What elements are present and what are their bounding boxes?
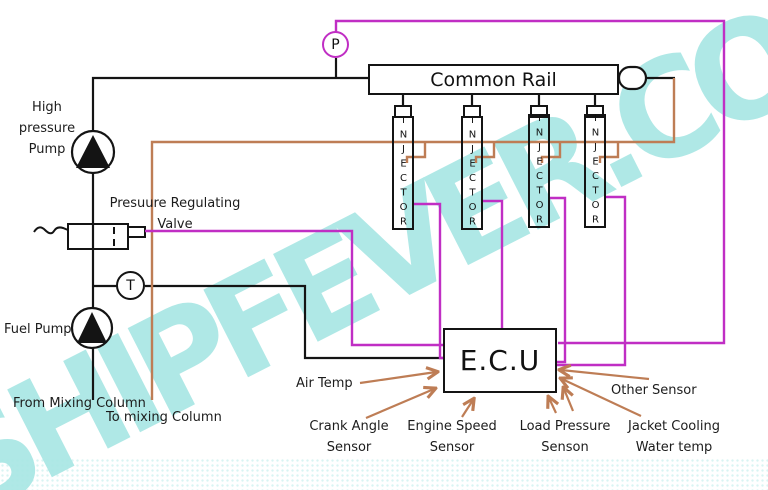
load-pressure-sensor-label: Load Pressure Senson — [519, 419, 611, 455]
fuel-pump-label: Fuel Pump — [4, 322, 72, 337]
injector-return-branch-2 — [474, 142, 496, 163]
common-rail-box: Common Rail — [368, 64, 619, 95]
injector-4: INJECTOR — [584, 113, 606, 229]
regulating-valve-wire — [145, 229, 444, 347]
air-temp-arrow — [359, 372, 436, 385]
other-sensor-label: Other Sensor — [611, 383, 697, 398]
from-mixing-column-label: From Mixing Column — [13, 396, 146, 411]
engine-speed-sensor-label: Engine Speed Sensor — [407, 419, 497, 455]
high-pressure-pump-label: High pressure Pump — [18, 100, 76, 157]
injector-1: INJECTOR — [392, 115, 414, 231]
t-sensor-signal-line — [145, 284, 443, 360]
injector-wire-4 — [557, 195, 627, 367]
injector-return-branch-3 — [540, 142, 562, 163]
mid-sensor-arrow — [564, 389, 575, 412]
injector-feed-stems — [401, 95, 597, 107]
injector-wire-1 — [414, 202, 444, 360]
valve-actuator-squiggle — [33, 226, 69, 235]
watermark-bottom-band — [0, 458, 768, 490]
high-pressure-pump-triangle — [76, 135, 110, 168]
pressure-gauge-label: P — [331, 36, 340, 53]
other-sensor-arrow — [561, 370, 650, 381]
high-pressure-supply-line — [91, 76, 368, 400]
common-rail-label: Common Rail — [430, 68, 557, 91]
to-mixing-column-label: To mixing Column — [106, 410, 222, 425]
jacket-cooling-label: Jacket Cooling Water temp — [628, 419, 720, 455]
temperature-gauge-label: T — [126, 277, 135, 294]
injector-wire-2 — [483, 199, 504, 328]
injector-cap-4 — [586, 105, 604, 118]
pressure-regulating-valve-body — [67, 223, 129, 250]
rail-end-capsule — [617, 65, 648, 91]
regulating-valve-label: Presuure Regulating Valve — [109, 196, 241, 232]
air-temp-label: Air Temp — [296, 376, 353, 391]
crank-angle-sensor-label: Crank Angle Sensor — [309, 419, 389, 455]
injector-1-label: INJECTOR — [398, 115, 409, 231]
jacket-cooling-arrow — [562, 379, 642, 417]
fuel-pump-triangle — [77, 312, 107, 343]
injector-cap-3 — [530, 105, 548, 118]
crank-angle-arrow — [365, 389, 434, 420]
engine-speed-arrow — [461, 400, 473, 418]
injector-4-label: INJECTOR — [590, 113, 601, 229]
injector-3-label: INJECTOR — [534, 113, 545, 229]
load-pressure-arrow — [549, 398, 556, 414]
ecu-label: E.C.U — [459, 344, 541, 377]
pressure-gauge: P — [322, 31, 349, 58]
injector-2: INJECTOR — [461, 115, 483, 231]
ecu-box: E.C.U — [443, 328, 557, 393]
rail-pressure-sensor-wire — [334, 19, 726, 345]
injector-3: INJECTOR — [528, 113, 550, 229]
injector-wire-3 — [550, 196, 567, 364]
temperature-gauge: T — [116, 271, 145, 300]
injector-2-label: INJECTOR — [467, 115, 478, 231]
injector-return-branch-1 — [405, 142, 427, 163]
injector-return-branch-4 — [598, 142, 620, 163]
